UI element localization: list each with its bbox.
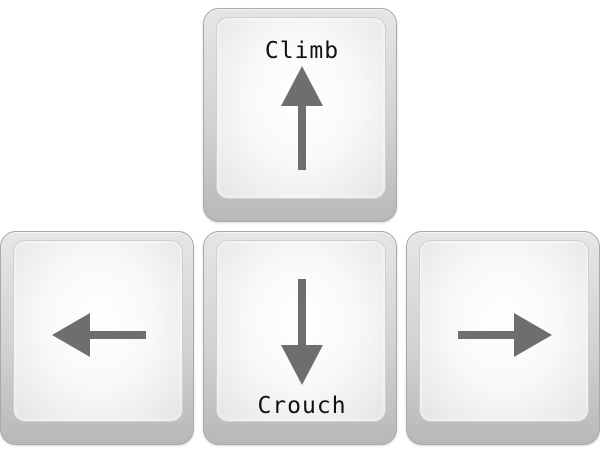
- left-key-face: [13, 240, 183, 422]
- arrow-left-icon: [52, 313, 146, 357]
- down-key-label: Crouch: [257, 393, 347, 419]
- up-arrow-key[interactable]: Climb: [203, 8, 397, 222]
- arrow-down-icon: [281, 279, 323, 385]
- arrow-up-icon: [281, 66, 323, 170]
- down-arrow-key[interactable]: Crouch: [203, 231, 397, 445]
- down-key-face: Crouch: [216, 240, 386, 422]
- up-key-face: Climb: [216, 17, 386, 199]
- arrow-right-icon: [458, 313, 552, 357]
- left-arrow-key[interactable]: [0, 231, 194, 445]
- up-key-label: Climb: [264, 38, 340, 64]
- right-key-face: [419, 240, 589, 422]
- right-arrow-key[interactable]: [406, 231, 600, 445]
